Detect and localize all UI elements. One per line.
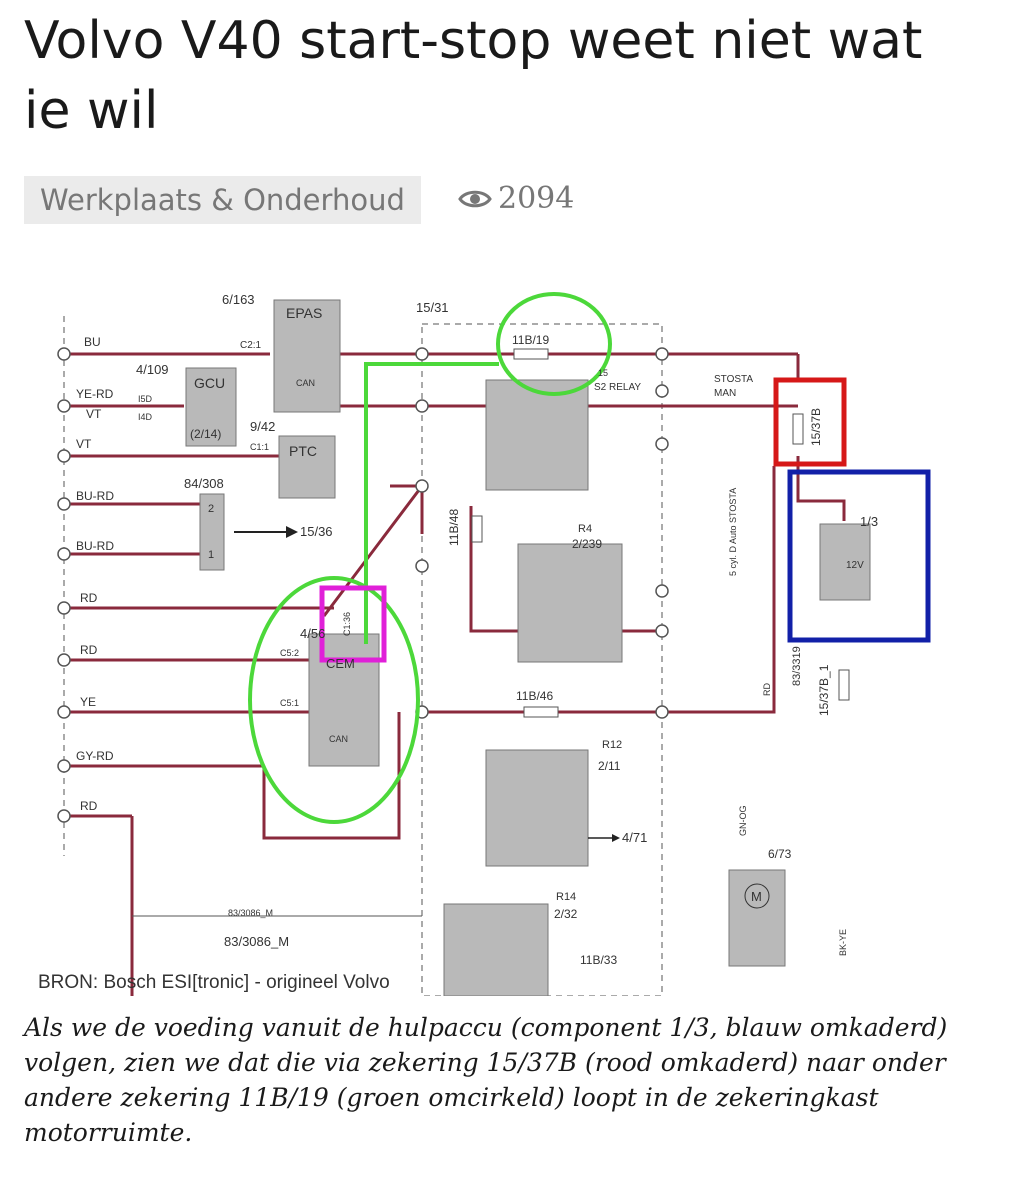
svg-text:15/31: 15/31 <box>416 300 449 315</box>
svg-text:I5D: I5D <box>138 394 153 404</box>
svg-text:1: 1 <box>208 549 214 561</box>
svg-text:C1:1: C1:1 <box>250 442 269 452</box>
eye-icon <box>458 190 492 207</box>
svg-text:15: 15 <box>598 368 608 378</box>
svg-text:5 cyl. D Auto STOSTA: 5 cyl. D Auto STOSTA <box>728 488 738 576</box>
svg-text:15/36: 15/36 <box>300 524 333 539</box>
svg-text:EPAS: EPAS <box>286 305 322 321</box>
svg-text:PTC: PTC <box>289 443 317 459</box>
svg-text:11B/48: 11B/48 <box>447 509 461 546</box>
svg-text:11B/33: 11B/33 <box>580 953 617 967</box>
svg-text:6/163: 6/163 <box>222 292 255 307</box>
svg-text:C5:2: C5:2 <box>280 648 299 658</box>
svg-text:83/3319: 83/3319 <box>791 646 803 686</box>
svg-text:CAN: CAN <box>329 734 348 744</box>
svg-text:C1:36: C1:36 <box>342 612 352 636</box>
svg-text:R4: R4 <box>578 523 592 535</box>
wiring-diagram: BU YE-RD VT VT BU-RD BU-RD RD RD YE GY-R… <box>24 276 974 997</box>
svg-text:2/32: 2/32 <box>554 907 578 921</box>
figure-caption: Als we de voeding vanuit de hulpaccu (co… <box>24 1013 948 1147</box>
svg-text:R12: R12 <box>602 739 622 751</box>
svg-text:BU-RD: BU-RD <box>76 539 114 553</box>
svg-text:4/109: 4/109 <box>136 362 169 377</box>
svg-text:15/37B_1: 15/37B_1 <box>817 664 831 716</box>
svg-text:BU: BU <box>84 335 101 349</box>
svg-text:YE-RD: YE-RD <box>76 387 114 401</box>
svg-text:RD: RD <box>80 591 98 605</box>
svg-text:CAN: CAN <box>296 378 315 388</box>
svg-text:BU-RD: BU-RD <box>76 489 114 503</box>
svg-text:GCU: GCU <box>194 375 225 391</box>
svg-text:4/71: 4/71 <box>622 830 647 845</box>
svg-text:RD: RD <box>80 643 98 657</box>
svg-text:YE: YE <box>80 695 96 709</box>
svg-text:MAN: MAN <box>714 388 736 399</box>
svg-text:83/3086_M: 83/3086_M <box>228 908 273 918</box>
svg-text:2: 2 <box>208 503 214 515</box>
svg-text:11B/46: 11B/46 <box>516 689 553 703</box>
category-tag[interactable]: Werkplaats & Onderhoud <box>24 176 421 224</box>
svg-text:9/42: 9/42 <box>250 419 275 434</box>
svg-text:C2:1: C2:1 <box>240 340 262 351</box>
svg-text:84/308: 84/308 <box>184 476 224 491</box>
svg-text:STOSTA: STOSTA <box>714 374 753 385</box>
svg-text:11B/19: 11B/19 <box>512 333 549 347</box>
svg-text:2/239: 2/239 <box>572 537 602 551</box>
svg-text:BK-YE: BK-YE <box>838 929 848 956</box>
svg-text:VT: VT <box>76 437 92 451</box>
view-count: 2094 <box>458 181 574 216</box>
view-count-value: 2094 <box>498 181 575 216</box>
svg-text:(2/14): (2/14) <box>190 427 221 441</box>
svg-text:GY-RD: GY-RD <box>76 749 114 763</box>
article-title: Volvo V40 start-stop weet niet wat ie wi… <box>24 11 923 141</box>
svg-text:2/11: 2/11 <box>598 759 621 773</box>
svg-text:C5:1: C5:1 <box>280 698 299 708</box>
diagram-source: BRON: Bosch ESI[tronic] - origineel Volv… <box>38 972 390 993</box>
svg-text:4/56: 4/56 <box>300 626 325 641</box>
svg-text:VT: VT <box>86 407 102 421</box>
svg-text:RD: RD <box>762 683 772 696</box>
svg-text:R14: R14 <box>556 891 576 903</box>
svg-text:83/3086_M: 83/3086_M <box>224 934 289 949</box>
svg-text:CEM: CEM <box>326 656 355 671</box>
svg-text:6/73: 6/73 <box>768 847 792 861</box>
svg-text:1/3: 1/3 <box>860 514 878 529</box>
svg-text:M: M <box>751 889 762 904</box>
svg-text:RD: RD <box>80 799 98 813</box>
svg-text:12V: 12V <box>846 560 864 571</box>
svg-text:15/37B: 15/37B <box>809 408 823 446</box>
svg-text:GN-OG: GN-OG <box>738 806 748 837</box>
svg-text:S2 RELAY: S2 RELAY <box>594 382 641 393</box>
svg-text:I4D: I4D <box>138 412 153 422</box>
